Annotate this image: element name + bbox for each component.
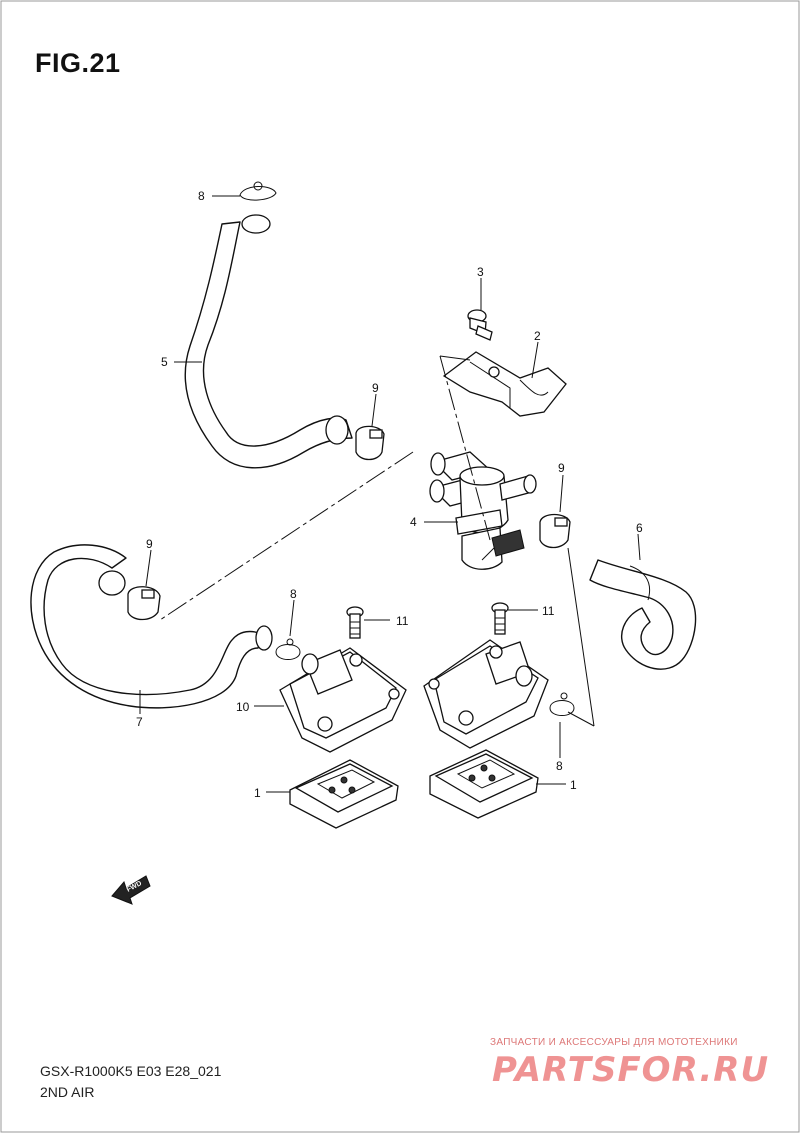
callout-7: 7 bbox=[136, 715, 143, 729]
fwd-arrow-icon: FWD bbox=[111, 875, 151, 905]
o-ring-8-left bbox=[275, 638, 301, 660]
reed-valve-gasket-1-right bbox=[429, 749, 539, 819]
clamp-9-left bbox=[127, 586, 161, 621]
callout-10: 10 bbox=[236, 700, 250, 714]
callout-3: 3 bbox=[477, 265, 484, 279]
callout-9-upper: 9 bbox=[372, 381, 379, 395]
callout-5: 5 bbox=[161, 355, 168, 369]
watermark-logo: PARTSFOR.RU bbox=[492, 1050, 770, 1090]
callout-8-left: 8 bbox=[290, 587, 297, 601]
air-valve-4 bbox=[429, 451, 537, 570]
hose-6 bbox=[589, 559, 697, 670]
reed-valve-cover-10-right bbox=[423, 639, 549, 749]
callout-2: 2 bbox=[534, 329, 541, 343]
hose-7 bbox=[30, 544, 273, 709]
callout-11-right: 11 bbox=[542, 604, 555, 618]
clamp-9-upper bbox=[355, 425, 385, 461]
model-code: GSX-R1000K5 E03 E28_021 bbox=[40, 1063, 222, 1079]
callout-11-left: 11 bbox=[396, 614, 409, 628]
o-ring-8-right bbox=[549, 692, 575, 716]
callout-1-left: 1 bbox=[254, 786, 261, 800]
callout-6: 6 bbox=[636, 521, 643, 535]
reed-valve-gasket-1-left bbox=[289, 759, 399, 829]
connection-lines bbox=[159, 355, 595, 727]
bolt-11-right bbox=[491, 602, 509, 635]
leader-lines bbox=[139, 195, 641, 793]
reed-valve-cover-10-left bbox=[279, 647, 407, 753]
clamp-9-right bbox=[539, 513, 571, 549]
hose-5 bbox=[184, 214, 353, 469]
watermark-caption: ЗАПЧАСТИ И АКСЕССУАРЫ ДЛЯ МОТОТЕХНИКИ bbox=[490, 1037, 738, 1048]
section-name: 2ND AIR bbox=[40, 1084, 95, 1100]
bracket-2 bbox=[442, 351, 567, 417]
callout-9-right: 9 bbox=[558, 461, 565, 475]
figure-title: FIG.21 bbox=[35, 48, 121, 78]
callout-8-right: 8 bbox=[556, 759, 563, 773]
bolt-11-left bbox=[346, 606, 364, 639]
callout-4: 4 bbox=[410, 515, 417, 529]
callout-1-right: 1 bbox=[570, 778, 577, 792]
callout-9-left: 9 bbox=[146, 537, 153, 551]
o-ring-8-top bbox=[239, 181, 277, 201]
callout-8-top: 8 bbox=[198, 189, 205, 203]
bolt-3 bbox=[467, 309, 493, 341]
